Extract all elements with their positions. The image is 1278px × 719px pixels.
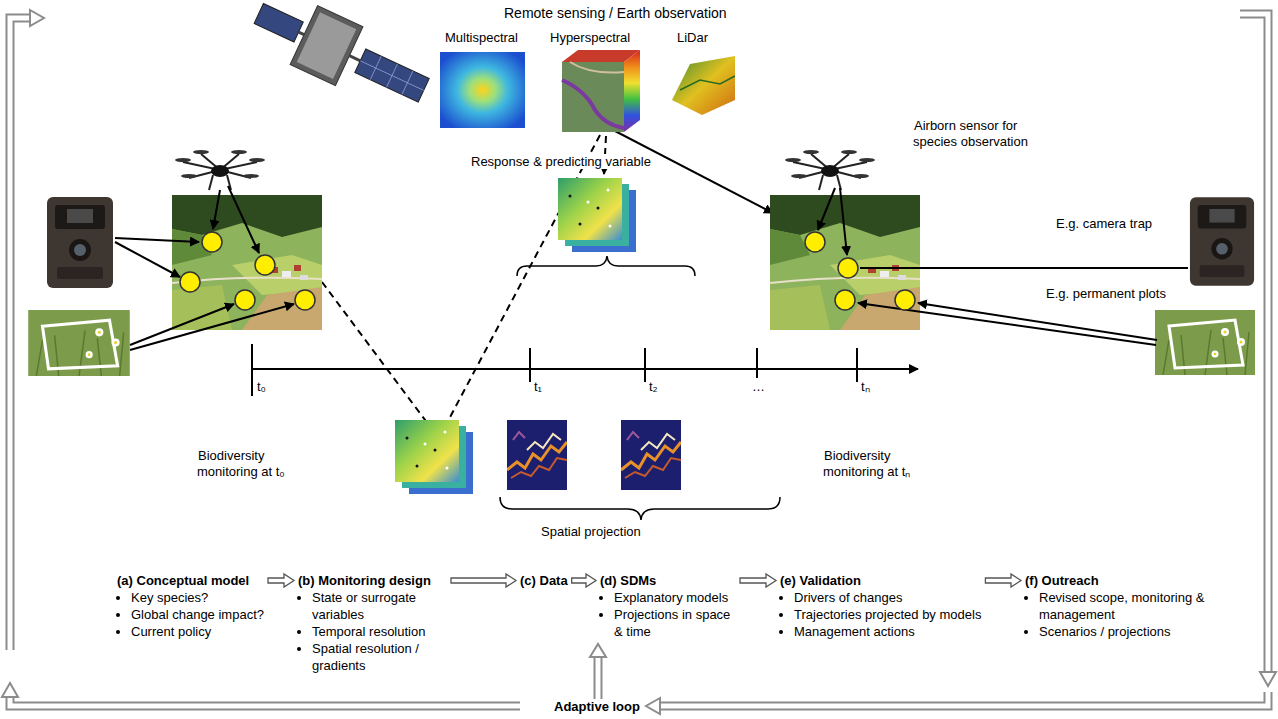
drone-icon [785, 150, 875, 190]
step-box: (f) OutreachRevised scope, monitoring & … [1025, 572, 1214, 640]
figure-label: E.g. permanent plots [1045, 286, 1167, 301]
bullet-item: Current policy [131, 623, 264, 640]
bullet-list: Revised scope, monitoring & managementSc… [1025, 589, 1214, 640]
flow-arrow [572, 574, 596, 587]
hyperspectral-cube [562, 50, 640, 132]
label-slot: Airborn sensor for species observation [913, 118, 1053, 150]
camera-trap [1190, 197, 1254, 285]
projection-map [507, 420, 567, 490]
label-slot: … [751, 379, 766, 395]
multispectral-image [440, 52, 525, 128]
camera-trap [47, 197, 113, 288]
label-slot: t₀ [256, 379, 267, 395]
figure-label: … [751, 379, 766, 394]
bullet-item: Projections in space & time [614, 606, 736, 640]
figure-label: Multispectral [444, 30, 519, 45]
brackets [500, 256, 780, 520]
figure-label: Biodiversity monitoring at t₀ [197, 448, 286, 479]
bullet-item: Revised scope, monitoring & management [1039, 589, 1214, 623]
bullet-item: Scenarios / projections [1039, 623, 1214, 640]
step-heading: (d) SDMs [600, 572, 736, 589]
bullet-item: Temporal resolution [312, 623, 447, 640]
label-slot: t₁ [533, 379, 543, 395]
landscape-photo [172, 195, 322, 330]
map-stack [395, 420, 473, 494]
bullet-item: Key species? [131, 589, 264, 606]
step-box: (a) Conceptual modelKey species?Global c… [117, 572, 264, 640]
step-box: (b) Monitoring designState or surrogate … [298, 572, 447, 674]
figure-label: tₙ [860, 379, 871, 394]
flow-arrow [268, 574, 294, 587]
bullet-item: Spatial resolution / gradients [312, 640, 447, 674]
label-slot: Biodiversity monitoring at t₀ [197, 448, 312, 480]
timeline [252, 344, 918, 396]
data-flow-lines [322, 118, 773, 436]
step-box: (d) SDMsExplanatory modelsProjections in… [600, 572, 736, 640]
permanent-plot-photo [1155, 310, 1255, 375]
label-slot: E.g. permanent plots [1045, 286, 1167, 302]
step-heading: (f) Outreach [1025, 572, 1214, 589]
label-slot: tₙ [860, 379, 871, 395]
label-slot: Remote sensing / Earth observation [503, 5, 728, 22]
flow-arrow [451, 574, 516, 587]
observation-arrows [115, 186, 1188, 350]
bullet-item: Management actions [794, 623, 981, 640]
adaptive-loop-arrows [2, 10, 1276, 714]
map-stack [558, 178, 636, 252]
figure-label: Hyperspectral [549, 30, 631, 45]
figure-label: LiDar [676, 30, 709, 45]
step-box: (c) Data [520, 572, 568, 589]
step-heading: (c) Data [520, 572, 568, 589]
bullet-item: Drivers of changes [794, 589, 981, 606]
bullet-list: Explanatory modelsProjections in space &… [600, 589, 736, 640]
label-slot: E.g. camera trap [1055, 216, 1153, 232]
step-box: (e) ValidationDrivers of changesTrajecto… [780, 572, 981, 640]
observation-sites [180, 232, 915, 310]
landscape-photo [770, 195, 920, 330]
figure-label: Adaptive loop [553, 699, 641, 714]
label-slot: LiDar [676, 30, 709, 46]
step-heading: (a) Conceptual model [117, 572, 264, 589]
figure-label: Response & predicting variable [470, 154, 652, 169]
bullet-item: Global change impact? [131, 606, 264, 623]
label-slot: Adaptive loop [553, 699, 641, 715]
bullet-list: Key species?Global change impact?Current… [117, 589, 264, 640]
label-slot: Multispectral [444, 30, 519, 46]
figure-label: E.g. camera trap [1055, 216, 1153, 231]
label-slot: Biodiversity monitoring at tₙ [823, 448, 938, 480]
permanent-plot-photo [28, 310, 130, 376]
projection-map [621, 420, 681, 490]
label-slot: Hyperspectral [549, 30, 631, 46]
figure-label: Airborn sensor for species observation [913, 118, 1029, 149]
flow-arrow [985, 574, 1021, 587]
label-slot: Response & predicting variable [470, 154, 652, 170]
figure-label: t₁ [533, 379, 543, 394]
satellite [245, 0, 437, 120]
flow-arrow [740, 574, 776, 587]
bullet-list: Drivers of changesTrajectories projected… [780, 589, 981, 640]
bullet-list: State or surrogate variablesTemporal res… [298, 589, 447, 674]
bullet-item: Trajectories projected by models [794, 606, 981, 623]
bullet-item: State or surrogate variables [312, 589, 447, 623]
label-slot: t₂ [648, 379, 659, 395]
drone-icon [175, 150, 265, 190]
bullet-item: Explanatory models [614, 589, 736, 606]
lidar-image [672, 56, 735, 115]
label-slot: Spatial projection [540, 524, 642, 540]
figure-label: Biodiversity monitoring at tₙ [823, 448, 911, 479]
figure-label: Spatial projection [540, 524, 642, 539]
step-heading: (b) Monitoring design [298, 572, 447, 589]
step-heading: (e) Validation [780, 572, 981, 589]
figure-label: t₀ [256, 379, 267, 394]
figure-label: t₂ [648, 379, 659, 394]
figure-label: Remote sensing / Earth observation [503, 5, 728, 21]
